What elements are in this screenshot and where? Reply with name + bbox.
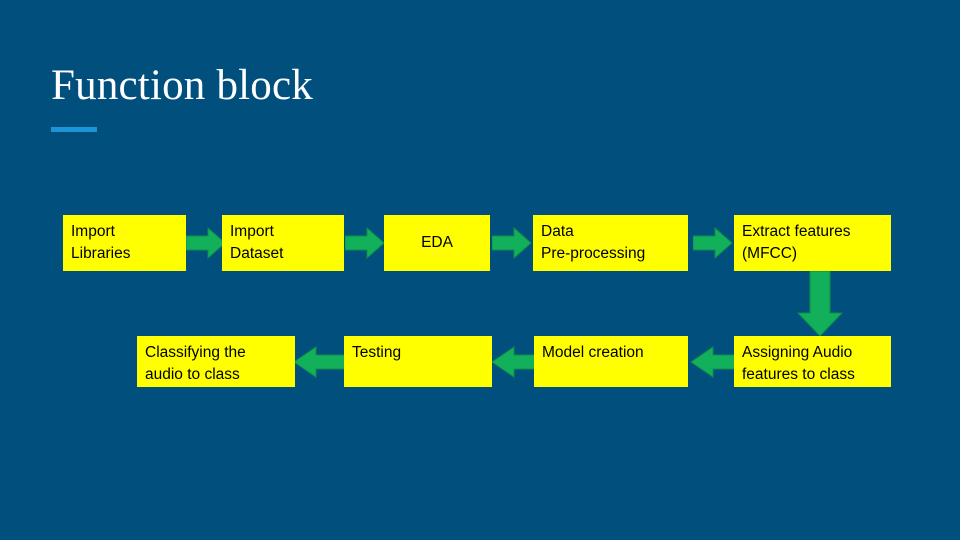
flow-box-import-libraries[interactable]: Import Libraries — [63, 215, 186, 271]
flow-box-import-dataset[interactable]: Import Dataset — [222, 215, 344, 271]
flow-box-label: Import Dataset — [230, 223, 284, 262]
flow-box-label: Model creation — [542, 344, 644, 361]
arrow-model-creation-to-testing — [491, 346, 537, 378]
arrow-import-dataset-to-eda — [345, 227, 385, 259]
flow-box-eda[interactable]: EDA — [384, 215, 490, 271]
arrow-assigning-audio-to-model-creation — [690, 346, 736, 378]
arrow-eda-to-data-preprocessing — [492, 227, 532, 259]
flow-box-classifying-audio-to-class[interactable]: Classifying the audio to class — [137, 336, 295, 387]
flow-box-label: Import Libraries — [71, 223, 131, 262]
flow-box-label: Extract features (MFCC) — [742, 223, 851, 262]
flow-box-label: Data Pre-processing — [541, 223, 646, 262]
title-accent-bar — [51, 127, 97, 132]
flow-box-assigning-audio-features-to-class[interactable]: Assigning Audio features to class — [734, 336, 891, 387]
flow-box-label: Testing — [352, 344, 402, 361]
flow-box-testing[interactable]: Testing — [344, 336, 492, 387]
flow-box-data-preprocessing[interactable]: Data Pre-processing — [533, 215, 688, 271]
flow-box-label: Assigning Audio features to class — [742, 344, 855, 383]
arrow-extract-features-to-assigning-audio — [796, 271, 844, 337]
flow-box-model-creation[interactable]: Model creation — [534, 336, 688, 387]
flow-box-label: Classifying the audio to class — [145, 344, 246, 383]
flow-box-label: EDA — [421, 234, 453, 251]
page-title: Function block — [51, 62, 313, 109]
arrow-import-libraries-to-import-dataset — [186, 227, 226, 259]
arrow-data-preprocessing-to-extract-features — [693, 227, 733, 259]
flow-box-extract-features-mfcc[interactable]: Extract features (MFCC) — [734, 215, 891, 271]
arrow-testing-to-classifying — [293, 346, 347, 378]
